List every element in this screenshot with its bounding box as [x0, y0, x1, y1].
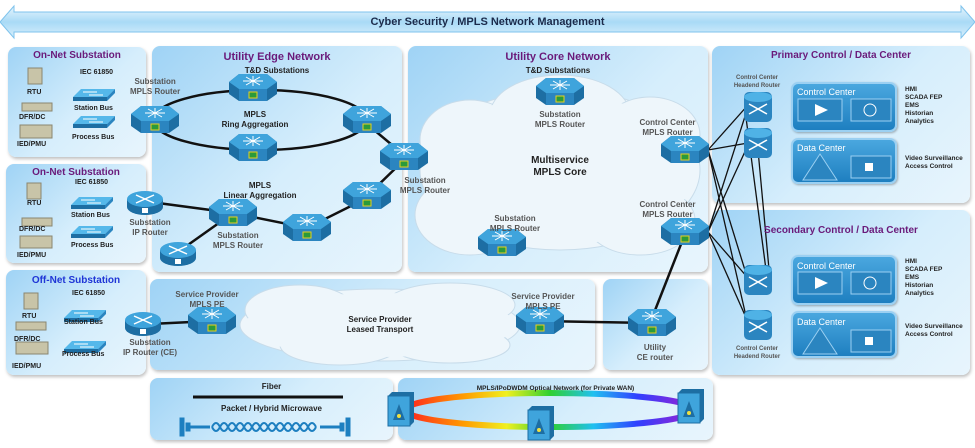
- core-subtitle: T&D Substations: [525, 66, 591, 75]
- microwave-symbol: [179, 417, 351, 437]
- offnet-station-bus: Station Bus: [64, 319, 103, 326]
- secondary-data-center-title: Data Center: [797, 317, 846, 327]
- core-title: Utility Core Network: [505, 51, 611, 63]
- primary-data-center-title: Data Center: [797, 143, 846, 153]
- onnet2-station-bus: Station Bus: [71, 212, 110, 219]
- fiber-label: Fiber: [261, 382, 282, 391]
- sp-pe-left-label: Service Provider MPLS PE: [175, 290, 239, 309]
- cc-router-2-label: Control Center MPLS Router: [639, 200, 696, 219]
- offnet-dfr: DFR/DC: [14, 336, 41, 343]
- onnet1-process-bus: Process Bus: [72, 134, 115, 141]
- optical-network-label: MPLS/IPoDWDM Optical Network (for Privat…: [476, 385, 635, 392]
- headend-mesh: [707, 104, 771, 326]
- linear-aggregation-label: MPLS Linear Aggregation: [223, 181, 297, 200]
- secondary-data-apps: Video Surveillance Access Control: [905, 323, 963, 338]
- secondary-headend-label: Control Center Headend Router: [733, 346, 781, 360]
- primary-title: Primary Control / Data Center: [770, 50, 912, 61]
- onnet-substation-1-panel: [8, 47, 146, 157]
- onnet2-ied: IED/PMU: [17, 252, 47, 259]
- offnet-rtu: RTU: [22, 313, 37, 320]
- core-cloud-label: Multiservice MPLS Core: [531, 155, 589, 178]
- edge-subtitle: T&D Substations: [244, 66, 310, 75]
- secondary-title: Secondary Control / Data Center: [764, 225, 918, 236]
- onnet2-dfr: DFR/DC: [19, 226, 46, 233]
- microwave-label: Packet / Hybrid Microwave: [221, 404, 322, 413]
- primary-control-apps: HMI SCADA FEP EMS Historian Analytics: [905, 86, 943, 125]
- onnet1-standard: IEC 61850: [80, 69, 114, 76]
- edge-router-label-3: Substation MPLS Router: [399, 176, 451, 195]
- ring-aggregation-label: MPLS Ring Aggregation: [221, 110, 289, 129]
- core-router-top-label: Substation MPLS Router: [534, 110, 586, 129]
- offnet-title: Off-Net Substation: [31, 275, 121, 286]
- onnet1-dfr: DFR/DC: [19, 114, 46, 121]
- onnet1-ied: IED/PMU: [17, 141, 47, 148]
- sp-pe-right-label: Service Provider MPLS PE: [511, 292, 575, 311]
- edge-router-label-2: Substation MPLS Router: [212, 231, 264, 250]
- onnet1-title: On-Net Substation: [33, 50, 121, 61]
- offnet-ied: IED/PMU: [12, 363, 42, 370]
- onnet2-process-bus: Process Bus: [71, 242, 114, 249]
- banner-arrow: [0, 4, 975, 40]
- onnet1-rtu: RTU: [27, 89, 42, 96]
- substation-devices: [15, 67, 116, 355]
- substation-ip-router-label: Substation IP Router: [129, 218, 171, 237]
- primary-data-apps: Video Surveillance Access Control: [905, 155, 963, 170]
- cc-router-1-label: Control Center MPLS Router: [639, 118, 696, 137]
- banner-title: Cyber Security / MPLS Network Management: [370, 16, 605, 28]
- secondary-control-apps: HMI SCADA FEP EMS Historian Analytics: [905, 258, 943, 297]
- edge-title: Utility Edge Network: [223, 51, 331, 63]
- secondary-control-center-title: Control Center: [797, 261, 856, 271]
- core-router-bottom-label: Substation MPLS Router: [489, 214, 541, 233]
- offnet-standard: IEC 61850: [72, 290, 106, 297]
- primary-control-center-title: Control Center: [797, 87, 856, 97]
- primary-headend-label: Control Center Headend Router: [733, 75, 781, 89]
- substation-ce-router-label: Substation IP Router (CE): [122, 338, 178, 357]
- onnet1-station-bus: Station Bus: [74, 105, 113, 112]
- sp-cloud-label: Service Provider Leased Transport: [346, 315, 414, 334]
- onnet2-standard: IEC 61850: [75, 179, 109, 186]
- onnet2-rtu: RTU: [27, 200, 42, 207]
- onnet2-title: On-Net Substation: [32, 167, 120, 178]
- edge-router-label-1: Substation MPLS Router: [130, 77, 181, 96]
- offnet-process-bus: Process Bus: [62, 351, 105, 358]
- utility-ce-router-label: Utility CE router: [636, 343, 674, 362]
